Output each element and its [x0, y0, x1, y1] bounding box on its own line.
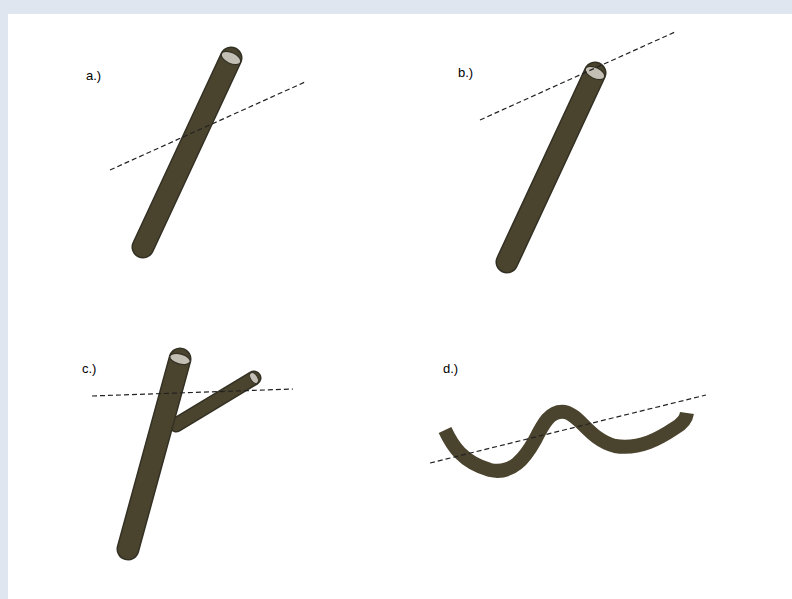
stick-c [92, 351, 293, 549]
stick-a [110, 49, 305, 247]
panel-label: d.) [443, 362, 458, 375]
stick-d [430, 395, 706, 471]
panel-label: a.) [86, 69, 101, 82]
panel-label: c.) [82, 362, 96, 375]
panel-ground [8, 14, 792, 599]
stick-b [480, 32, 675, 262]
panel-label: b.) [458, 66, 473, 79]
